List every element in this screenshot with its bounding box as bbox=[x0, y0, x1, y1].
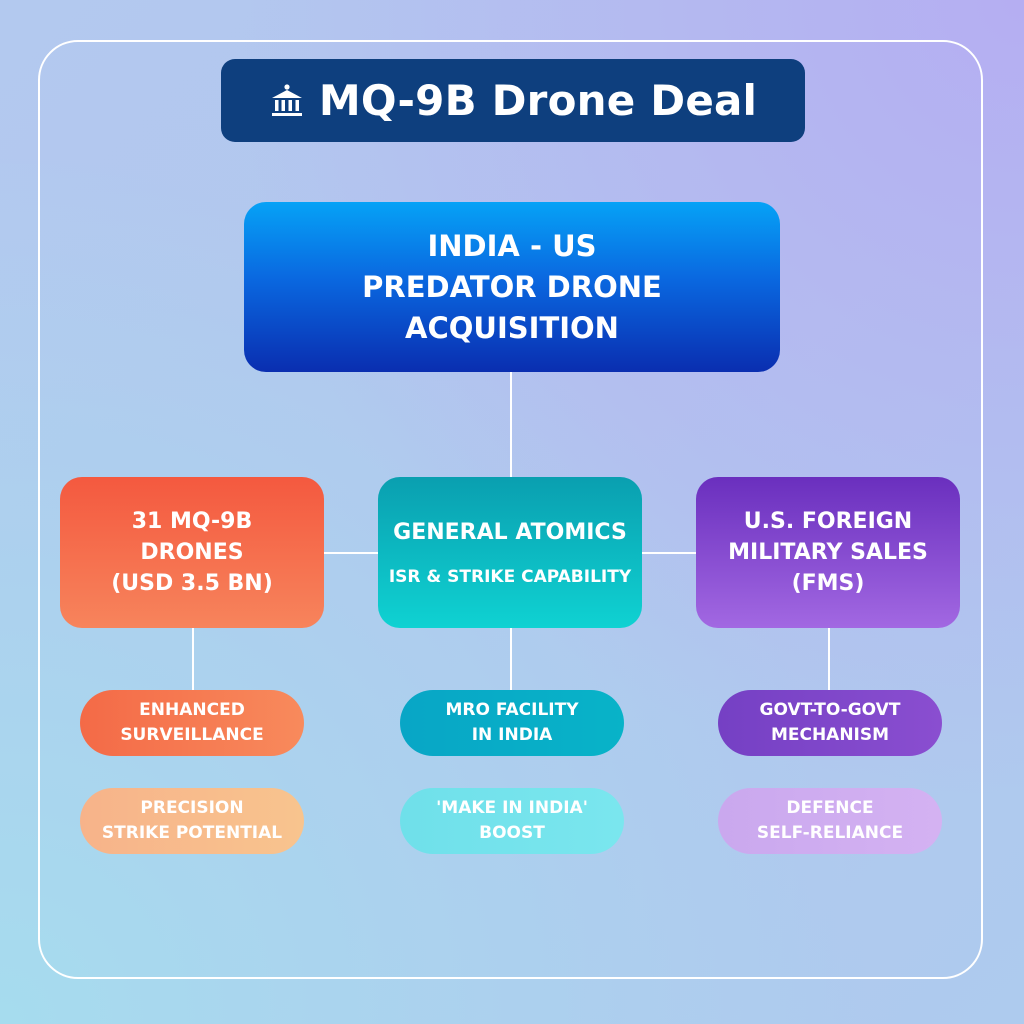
branch-line: DRONES bbox=[140, 540, 244, 565]
leaf-enhanced-surveillance: ENHANCED SURVEILLANCE bbox=[80, 690, 304, 756]
branch-subtitle: ISR & STRIKE CAPABILITY bbox=[388, 567, 632, 587]
branch-line: 31 MQ-9B bbox=[131, 509, 253, 534]
leaf-line: SURVEILLANCE bbox=[120, 725, 264, 745]
connector-center-to-right bbox=[642, 552, 696, 554]
branch-node-drones: 31 MQ-9B DRONES (USD 3.5 BN) bbox=[60, 477, 324, 628]
root-line: ACQUISITION bbox=[405, 310, 619, 345]
branch-line: MILITARY SALES bbox=[728, 540, 928, 565]
root-line: PREDATOR DRONE bbox=[362, 269, 662, 304]
leaf-line: MRO FACILITY bbox=[445, 700, 579, 720]
connector-center-down bbox=[510, 628, 512, 690]
leaf-line: 'MAKE IN INDIA' bbox=[436, 798, 588, 818]
connector-left-to-center bbox=[324, 552, 378, 554]
diagram-frame bbox=[38, 40, 983, 979]
root-node: INDIA - US PREDATOR DRONE ACQUISITION bbox=[244, 202, 780, 372]
leaf-line: ENHANCED bbox=[139, 700, 245, 720]
leaf-line: DEFENCE bbox=[786, 798, 874, 818]
branch-title: GENERAL ATOMICS bbox=[393, 520, 627, 545]
leaf-precision-strike: PRECISION STRIKE POTENTIAL bbox=[80, 788, 304, 854]
leaf-line: GOVT-TO-GOVT bbox=[759, 700, 901, 720]
branch-node-general-atomics: GENERAL ATOMICS ISR & STRIKE CAPABILITY bbox=[378, 477, 642, 628]
connector-left-down bbox=[192, 628, 194, 690]
leaf-govt-to-govt: GOVT-TO-GOVT MECHANISM bbox=[718, 690, 942, 756]
root-line: INDIA - US bbox=[427, 228, 597, 263]
leaf-line: BOOST bbox=[479, 823, 545, 843]
leaf-line: STRIKE POTENTIAL bbox=[101, 823, 283, 843]
leaf-make-in-india: 'MAKE IN INDIA' BOOST bbox=[400, 788, 624, 854]
branch-node-fms: U.S. FOREIGN MILITARY SALES (FMS) bbox=[696, 477, 960, 628]
leaf-line: SELF-RELIANCE bbox=[756, 823, 904, 843]
branch-line: (USD 3.5 BN) bbox=[111, 571, 273, 596]
leaf-mro-facility: MRO FACILITY IN INDIA bbox=[400, 690, 624, 756]
title-banner: MQ-9B Drone Deal bbox=[221, 59, 805, 142]
connector-right-down bbox=[828, 628, 830, 690]
page-title: MQ-9B Drone Deal bbox=[318, 76, 758, 125]
branch-line: U.S. FOREIGN bbox=[743, 509, 913, 534]
leaf-defence-self-reliance: DEFENCE SELF-RELIANCE bbox=[718, 788, 942, 854]
leaf-line: PRECISION bbox=[140, 798, 244, 818]
branch-line: (FMS) bbox=[791, 571, 865, 596]
leaf-line: IN INDIA bbox=[471, 725, 553, 745]
connector-root-to-center bbox=[510, 372, 512, 477]
leaf-line: MECHANISM bbox=[770, 725, 890, 745]
government-building-icon bbox=[269, 83, 305, 119]
